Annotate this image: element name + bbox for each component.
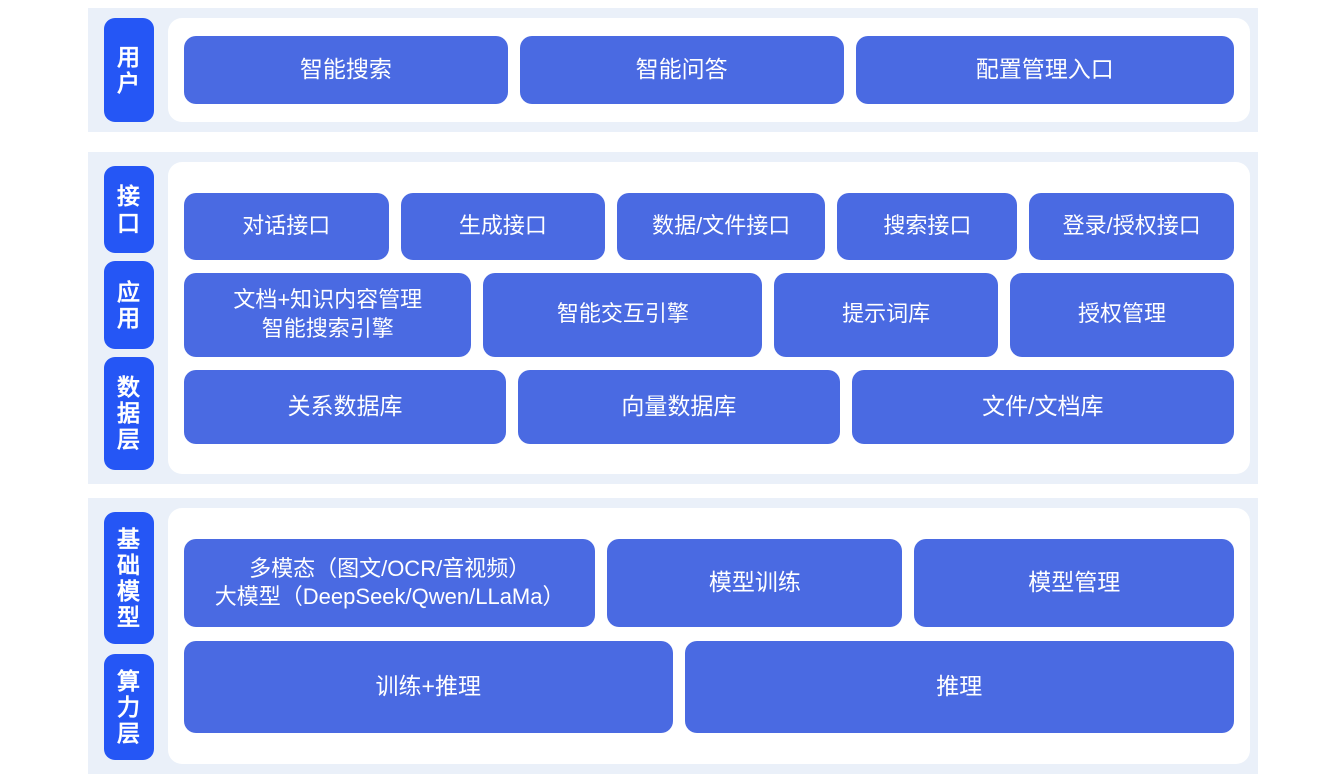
box-config-management-entry[interactable]: 配置管理入口 [855,36,1235,104]
layer-tab-interface-label: 接口 [117,183,141,236]
box-relational-database[interactable]: 关系数据库 [184,369,506,444]
card-user-layer: 智能搜索 智能问答 配置管理入口 [168,18,1250,122]
layer-tab-data-label: 数据层 [117,373,141,453]
row-data: 关系数据库 向量数据库 文件/文档库 [184,369,1234,444]
box-file-document-store[interactable]: 文件/文档库 [851,369,1234,444]
row-model: 多模态（图文/OCR/音视频） 大模型（DeepSeek/Qwen/LLaMa）… [184,539,1234,627]
layer-tab-user[interactable]: 用户 [104,18,154,122]
section-middle-layers: 接口 应用 数据层 对话接口 生成接口 数据/文件接口 搜索接口 登录/授权接口… [88,152,1258,484]
card-base-layers: 多模态（图文/OCR/音视频） 大模型（DeepSeek/Qwen/LLaMa）… [168,508,1250,764]
row-user-apps: 智能搜索 智能问答 配置管理入口 [184,36,1235,104]
box-login-auth-api[interactable]: 登录/授权接口 [1029,192,1234,260]
row-compute: 训练+推理 推理 [184,641,1234,733]
box-model-training[interactable]: 模型训练 [607,539,903,627]
tab-column-middle: 接口 应用 数据层 [88,152,154,484]
layer-tab-user-label: 用户 [117,43,141,96]
box-vector-database[interactable]: 向量数据库 [517,369,840,444]
box-multimodal-llm[interactable]: 多模态（图文/OCR/音视频） 大模型（DeepSeek/Qwen/LLaMa） [184,539,596,627]
box-smart-search[interactable]: 智能搜索 [184,36,508,104]
box-search-api[interactable]: 搜索接口 [837,192,1018,260]
box-generate-api[interactable]: 生成接口 [400,192,606,260]
card-middle-layers: 对话接口 生成接口 数据/文件接口 搜索接口 登录/授权接口 文档+知识内容管理… [168,162,1250,474]
row-application: 文档+知识内容管理 智能搜索引擎 智能交互引擎 提示词库 授权管理 [184,272,1235,357]
layer-tab-compute[interactable]: 算力层 [104,654,154,760]
box-infer[interactable]: 推理 [684,641,1234,733]
layer-tab-application[interactable]: 应用 [104,261,154,349]
box-dialog-api[interactable]: 对话接口 [184,192,389,260]
tab-column-base: 基础模型 算力层 [88,498,154,774]
layer-tab-base-model[interactable]: 基础模型 [104,512,154,645]
layer-tab-compute-label: 算力层 [117,667,141,747]
box-auth-management[interactable]: 授权管理 [1010,272,1235,357]
layer-tab-base-model-label: 基础模型 [117,525,141,631]
row-interface: 对话接口 生成接口 数据/文件接口 搜索接口 登录/授权接口 [184,192,1234,260]
section-base-layers: 基础模型 算力层 多模态（图文/OCR/音视频） 大模型（DeepSeek/Qw… [88,498,1258,774]
box-smart-qa[interactable]: 智能问答 [519,36,844,104]
section-user-layer: 用户 智能搜索 智能问答 配置管理入口 [88,8,1258,132]
box-train-and-infer[interactable]: 训练+推理 [184,641,673,733]
box-interaction-engine[interactable]: 智能交互引擎 [483,272,763,357]
box-prompt-library[interactable]: 提示词库 [774,272,999,357]
box-doc-knowledge-management[interactable]: 文档+知识内容管理 智能搜索引擎 [184,272,472,357]
box-model-management[interactable]: 模型管理 [914,539,1234,627]
layer-tab-interface[interactable]: 接口 [104,166,154,254]
layer-tab-data[interactable]: 数据层 [104,356,154,471]
layer-tab-application-label: 应用 [117,278,141,331]
tab-column-user: 用户 [88,8,154,132]
box-data-file-api[interactable]: 数据/文件接口 [617,192,826,260]
